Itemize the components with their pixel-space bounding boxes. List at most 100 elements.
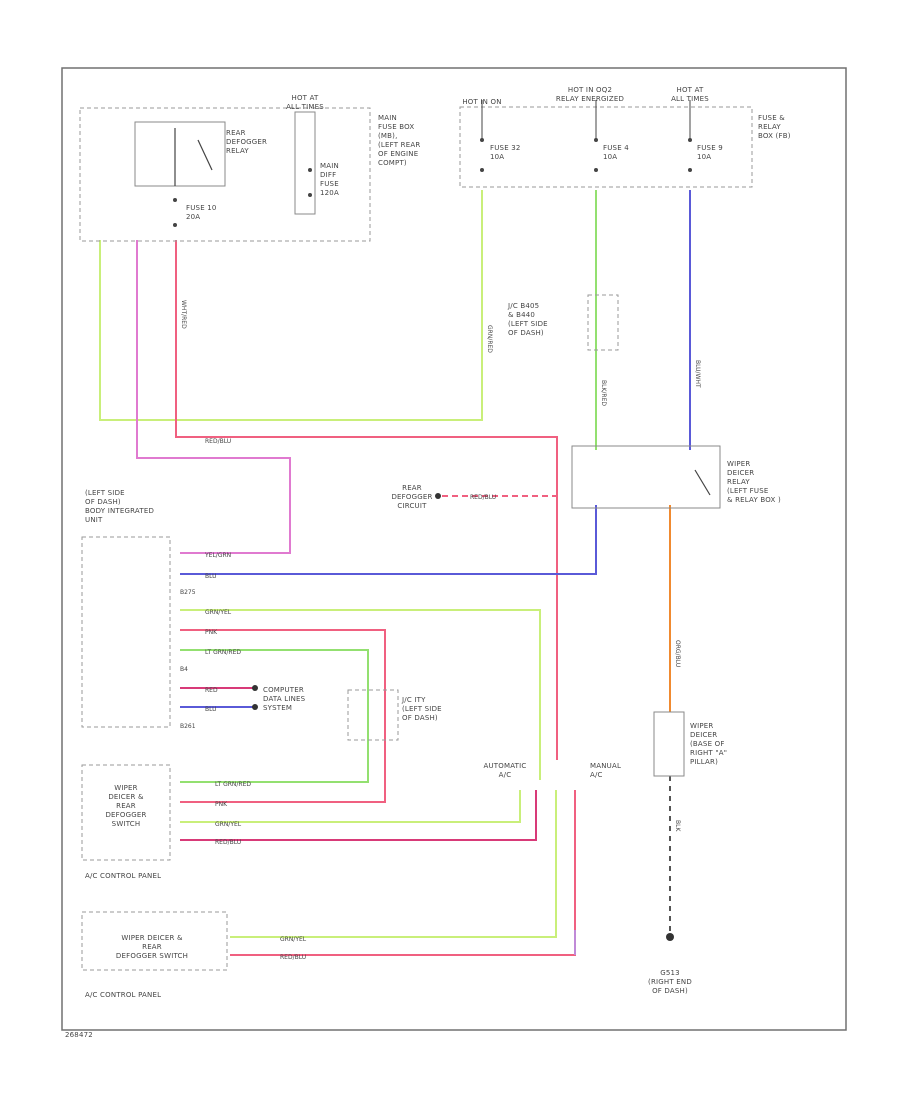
label-line: FUSE 4: [603, 144, 629, 152]
label-line: DEFOGGER: [226, 138, 267, 146]
wire-label-red: RED: [205, 687, 218, 694]
wiper-deicer-rear-switch-box: [81, 911, 228, 971]
wire-label-blu-2: BLU: [205, 706, 217, 713]
wire-label-wht-red: WHT/RED: [180, 300, 187, 329]
wire-label-grn-yel: GRN/YEL: [205, 609, 232, 616]
fuse-relay-box: [459, 106, 753, 188]
label-line: FUSE 32: [490, 144, 521, 152]
label-line: (LEFT SIDE: [85, 489, 125, 497]
label-line: BODY INTEGRATED: [85, 507, 154, 515]
wire-red-blu-bottom: [230, 790, 576, 956]
label-line: (BASE OF: [690, 740, 725, 748]
label-line: DATA LINES: [263, 695, 306, 703]
label-line: RELAY: [226, 147, 249, 155]
wire-label-grn-yel-bottom: GRN/YEL: [280, 936, 307, 943]
label-line: CIRCUIT: [397, 502, 427, 510]
label-diagram-id: 268472: [65, 1031, 93, 1039]
label-line: & RELAY BOX ): [727, 496, 781, 504]
wiper-deicer-relay-box: [571, 445, 721, 509]
label-line: RELAY ENERGIZED: [556, 95, 624, 103]
label-line: 120A: [320, 189, 339, 197]
label-line: G513: [660, 969, 680, 977]
wire-label-pnk: PNK: [205, 629, 218, 636]
label-line: OF DASH): [85, 498, 121, 506]
label-line: SWITCH: [112, 820, 141, 828]
wire-label-grn-yel-switch: GRN/YEL: [215, 821, 242, 828]
main-diff-fuse-box: [294, 111, 316, 215]
label-line: (LEFT SIDE: [508, 320, 548, 328]
body-integrated-unit-box: [81, 536, 171, 728]
label-line: ALL TIMES: [286, 103, 324, 111]
label-line: FUSE: [320, 180, 339, 188]
label-line: REAR: [116, 802, 136, 810]
label-line: (LEFT SIDE: [402, 705, 442, 713]
label-line: A/C: [590, 771, 603, 779]
label-line: PILLAR): [690, 758, 718, 766]
label-line: WIPER: [690, 722, 714, 730]
wires: [99, 190, 691, 956]
label-line: A/C: [499, 771, 512, 779]
wire-label-org-blu: ORG/BLU: [674, 640, 681, 667]
wire-lt-grn-red: [180, 649, 369, 783]
label-line: RELAY: [727, 478, 750, 486]
wire-label-grn-red: GRN/RED: [486, 325, 493, 353]
label-line: DEFOGGER: [391, 493, 432, 501]
label-line: COMPT): [378, 159, 407, 167]
wire-blu-relay: [180, 505, 597, 575]
wire-label-blk: BLK: [674, 820, 681, 832]
connector-b4: B4: [180, 666, 188, 673]
wire-pnk: [180, 629, 386, 803]
label-line: WIPER: [114, 784, 138, 792]
label-line: WIPER: [727, 460, 751, 468]
ground-terminal: [666, 933, 674, 941]
wire-yel-grn-body: [136, 240, 291, 554]
label-line: DEICER &: [108, 793, 144, 801]
rear-defogger-circuit-terminal: [435, 493, 441, 499]
label-line: FUSE BOX: [378, 123, 414, 131]
label-line: DEFOGGER: [105, 811, 146, 819]
label-line: DEFOGGER SWITCH: [116, 952, 188, 960]
wiper-deicer-switch-box: [81, 764, 171, 861]
label-ac-control-panel-2: A/C CONTROL PANEL: [85, 991, 161, 999]
label-line: (RIGHT END: [648, 978, 692, 986]
label-line: J/C ITY: [401, 696, 426, 704]
label-ac-control-panel-1: A/C CONTROL PANEL: [85, 872, 161, 880]
label-line: HOT AT: [292, 94, 320, 102]
label-line: DEICER: [690, 731, 717, 739]
label-line: SYSTEM: [263, 704, 292, 712]
connector-b275: B275: [180, 589, 196, 596]
wire-grn-yel-switch: [180, 790, 521, 823]
label-line: DIFF: [320, 171, 336, 179]
label-line: (LEFT REAR: [378, 141, 420, 149]
label-line: OF ENGINE: [378, 150, 418, 158]
wiper-deicer-grid-box: [653, 711, 685, 777]
label-line: MAIN: [320, 162, 339, 170]
wire-label-blu: BLU: [205, 573, 217, 580]
wire-label-red-blu-switch: RED/BLU: [215, 839, 241, 846]
label-line: A/C CONTROL PANEL: [85, 991, 161, 999]
wire-label-blk-red: BLK/RED: [600, 380, 607, 406]
wire-grn-yel-main: [99, 190, 483, 421]
wire-red-blu-switch: [180, 790, 537, 841]
computer-data-terminal-red: [252, 685, 258, 691]
wire-label-pnk-switch: PNK: [215, 801, 228, 808]
connector-b261: B261: [180, 723, 196, 730]
label-line: ALL TIMES: [671, 95, 709, 103]
label-line: OF DASH): [652, 987, 688, 995]
wiper-relay-contact: [694, 469, 711, 496]
label-line: 10A: [603, 153, 617, 161]
